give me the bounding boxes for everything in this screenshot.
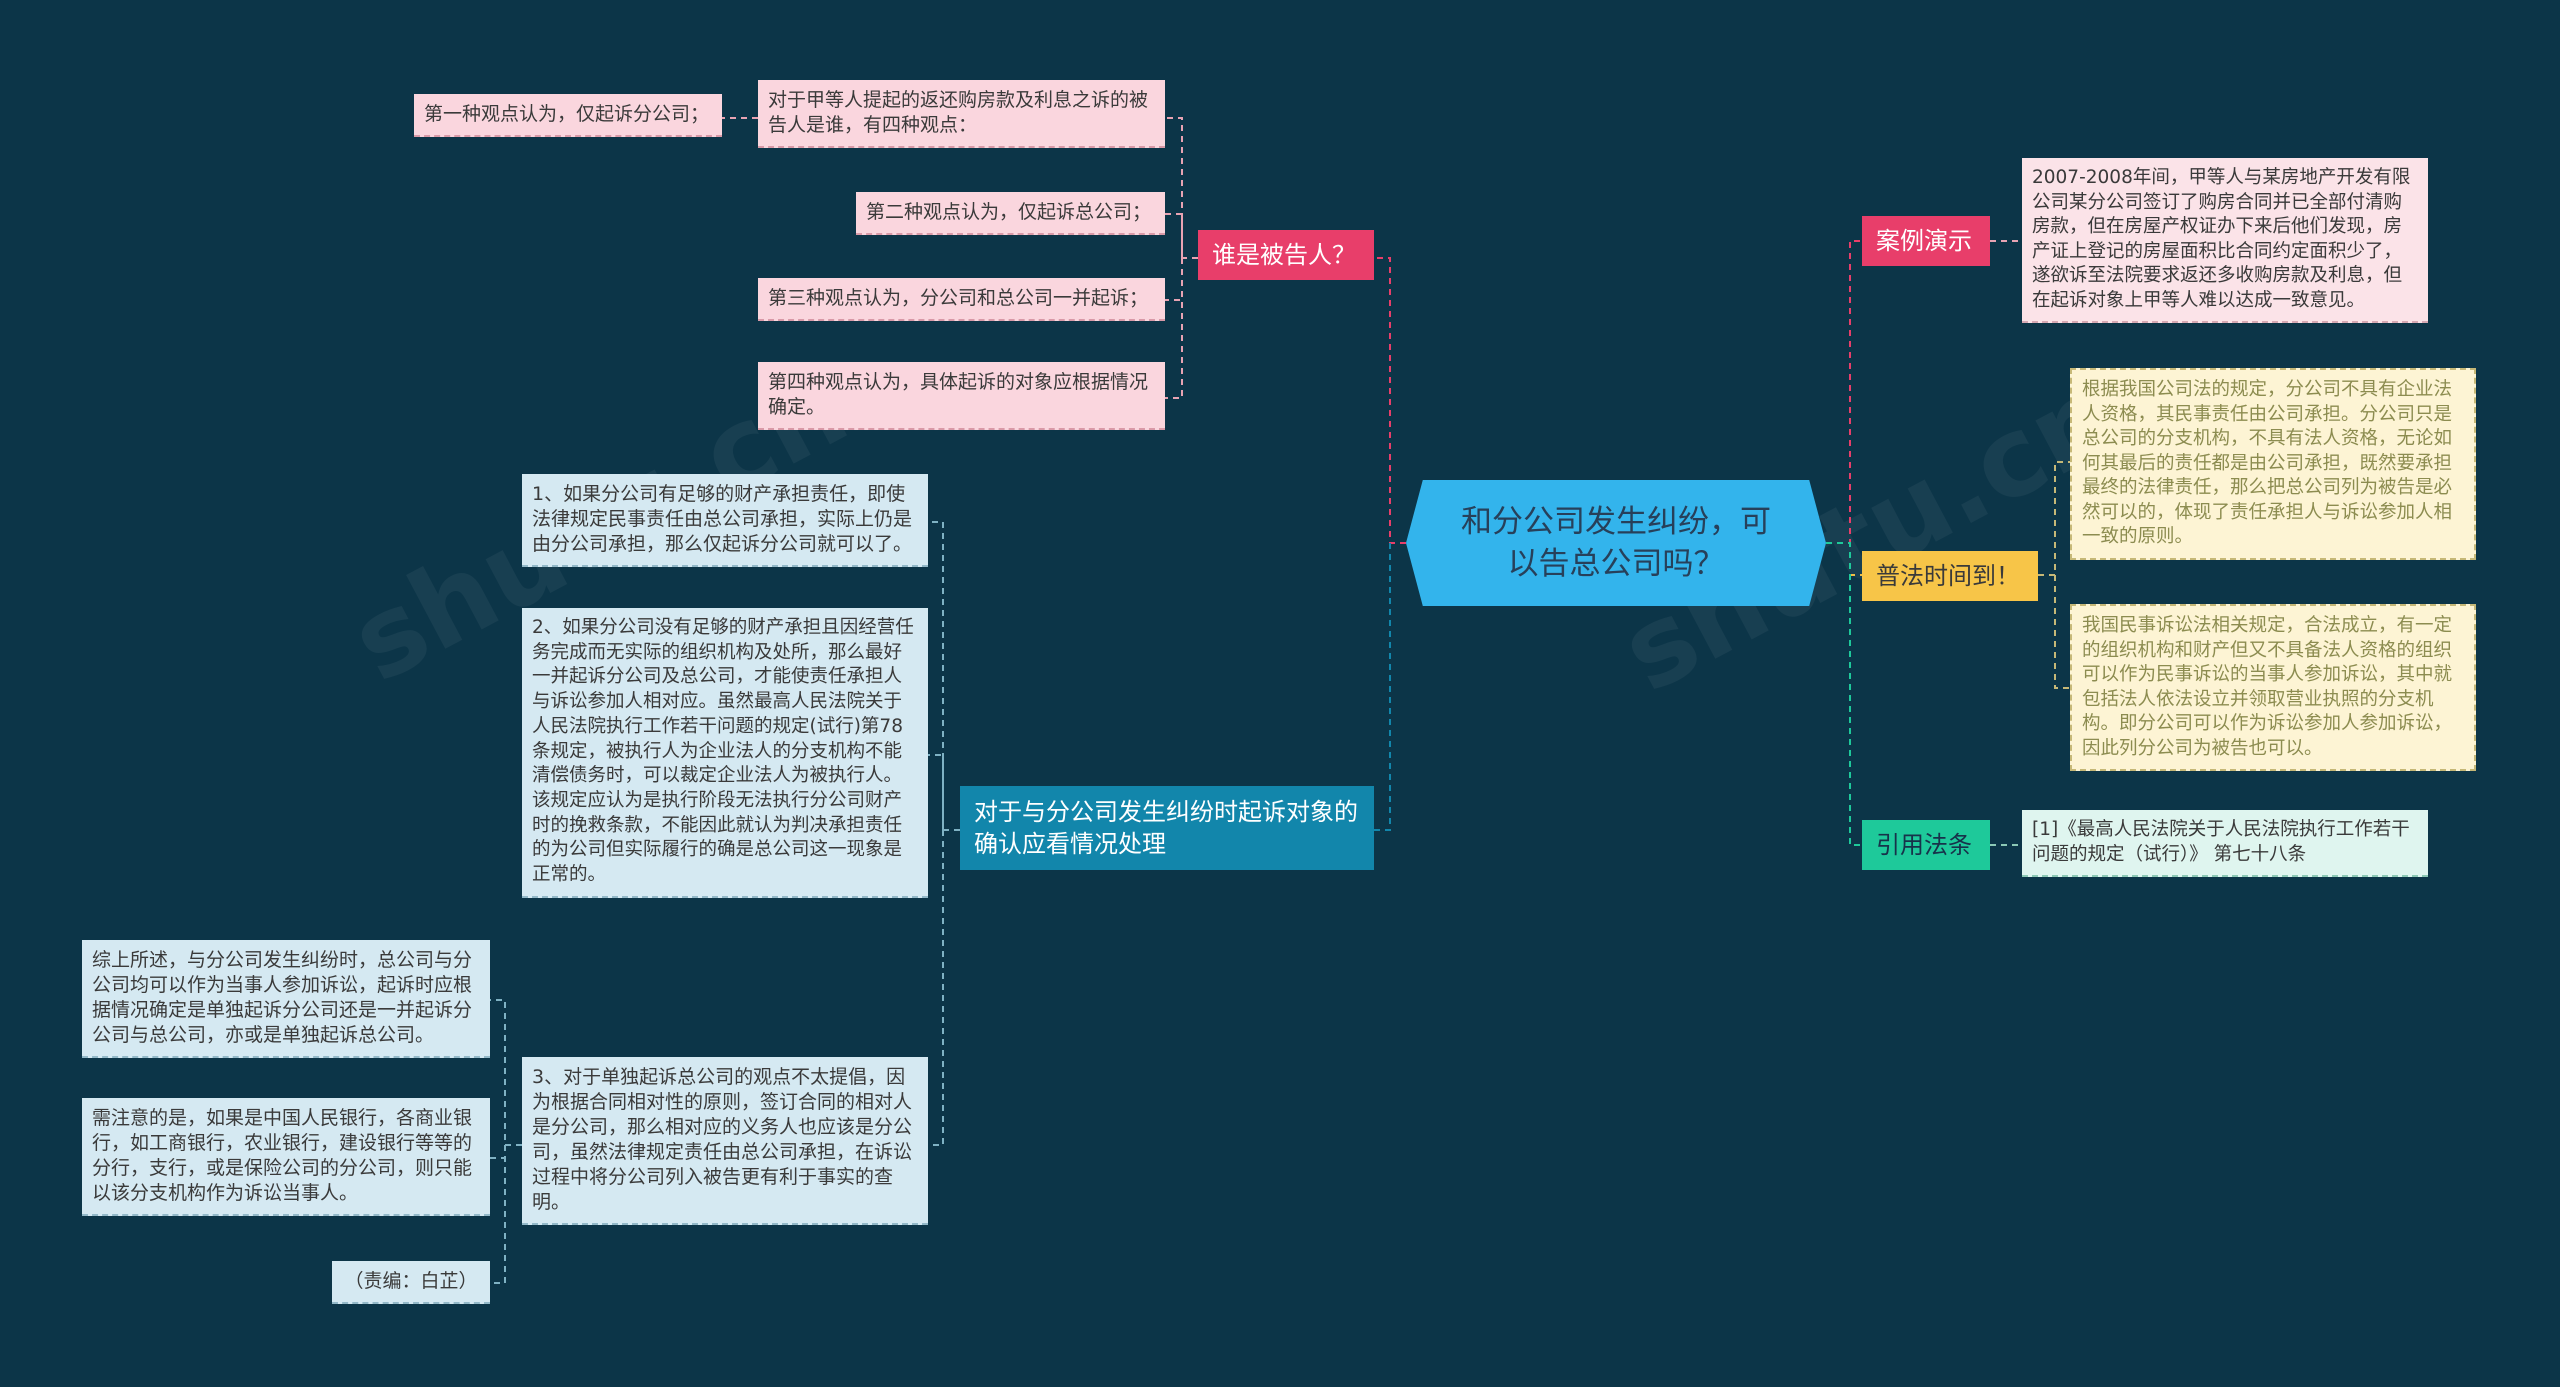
- defendant-intro: 对于甲等人提起的返还购房款及利息之诉的被告人是谁，有四种观点：: [758, 80, 1165, 148]
- note-summary: 综上所述，与分公司发生纠纷时，总公司与分公司均可以作为当事人参加诉讼，起诉时应根…: [82, 940, 490, 1058]
- cited-law-text: [1]《最高人民法院关于人民法院执行工作若干问题的规定（试行）》 第七十八条: [2022, 810, 2428, 877]
- case-demo-text: 2007-2008年间，甲等人与某房地产开发有限公司某分公司签订了购房合同并已全…: [2022, 158, 2428, 323]
- view-two: 第二种观点认为，仅起诉总公司；: [856, 192, 1165, 235]
- point-one: 1、如果分公司有足够的财产承担责任，即使法律规定民事责任由总公司承担，实际上仍是…: [522, 474, 928, 567]
- view-one: 第一种观点认为，仅起诉分公司；: [414, 94, 722, 137]
- note-banks: 需注意的是，如果是中国人民银行，各商业银行，如工商银行，农业银行，建设银行等等的…: [82, 1098, 490, 1216]
- view-three: 第三种观点认为，分公司和总公司一并起诉；: [758, 278, 1165, 321]
- branch-law-time[interactable]: 普法时间到！: [1862, 551, 2038, 601]
- point-three: 3、对于单独起诉总公司的观点不太提倡，因为根据合同相对性的原则，签订合同的相对人…: [522, 1057, 928, 1225]
- root-topic[interactable]: 和分公司发生纠纷，可以告总公司吗？: [1406, 480, 1826, 606]
- branch-case-demo[interactable]: 案例演示: [1862, 216, 1990, 266]
- editor-note: （责编：白芷）: [332, 1261, 490, 1304]
- view-four: 第四种观点认为，具体起诉的对象应根据情况确定。: [758, 362, 1165, 430]
- point-two: 2、如果分公司没有足够的财产承担且因经营任务完成而无实际的组织机构及处所，那么最…: [522, 608, 928, 898]
- law-text-civil-procedure: 我国民事诉讼法相关规定，合法成立，有一定的组织机构和财产但又不具备法人资格的组织…: [2070, 604, 2476, 771]
- branch-who-is-defendant[interactable]: 谁是被告人？: [1198, 230, 1374, 280]
- law-text-company-law: 根据我国公司法的规定，分公司不具有企业法人资格，其民事责任由公司承担。分公司只是…: [2070, 368, 2476, 560]
- branch-cited-law[interactable]: 引用法条: [1862, 820, 1990, 870]
- branch-handle-by-situation[interactable]: 对于与分公司发生纠纷时起诉对象的确认应看情况处理: [960, 786, 1374, 870]
